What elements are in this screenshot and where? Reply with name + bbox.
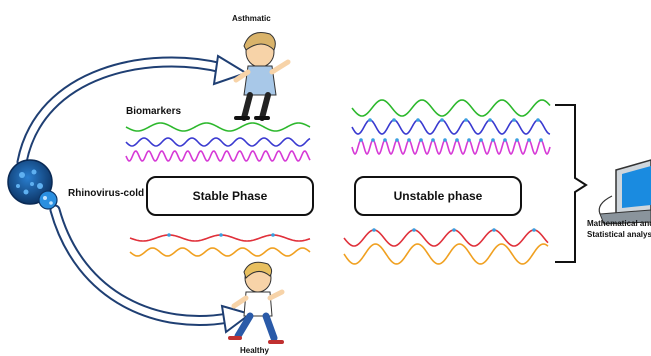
unstable-blue-wave-marker <box>440 118 444 122</box>
biomarkers-label: Biomarkers <box>126 106 182 117</box>
unstable-clinical-waves <box>343 228 549 265</box>
stable-green-wave <box>125 122 311 132</box>
unstable-magenta-wave-marker <box>407 138 411 142</box>
healthy-label: Healthy <box>240 346 269 355</box>
unstable-blue-wave-marker <box>392 118 396 122</box>
unstable-red-wave-marker <box>452 228 456 232</box>
unstable-magenta-wave-marker <box>527 138 531 142</box>
unstable-magenta-wave-marker <box>455 138 459 142</box>
bracket <box>555 104 588 263</box>
unstable-magenta-wave-marker <box>539 138 543 142</box>
unstable-magenta-wave-marker <box>371 138 375 142</box>
computer-icon <box>598 159 651 225</box>
rhinovirus-label: Rhinovirus-cold <box>68 188 145 199</box>
arrow-to-asthmatic <box>16 54 249 168</box>
unstable-phase-box: Unstable phase <box>354 176 522 216</box>
unstable-blue-wave-marker <box>536 118 540 122</box>
unstable-magenta-wave-marker <box>359 138 363 142</box>
analysis-label-line1: Mathematical and <box>587 219 651 228</box>
unstable-blue-wave-marker <box>512 118 516 122</box>
virus-icon <box>7 159 58 210</box>
unstable-magenta-wave-marker <box>419 138 423 142</box>
stable-red-wave-marker <box>219 233 223 237</box>
unstable-magenta-wave-marker <box>467 138 471 142</box>
arrow-to-healthy <box>49 204 253 334</box>
analysis-label-line2: Statistical analysis <box>587 230 651 239</box>
unstable-blue-wave-marker <box>488 118 492 122</box>
stable-red-wave-marker <box>271 233 275 237</box>
unstable-red-wave-marker <box>412 228 416 232</box>
stable-magenta-wave <box>125 150 311 162</box>
unstable-magenta-wave-marker <box>491 138 495 142</box>
unstable-biomarker-waves <box>351 99 551 156</box>
stable-blue-wave <box>125 137 311 147</box>
healthy-person-icon <box>228 261 285 344</box>
unstable-red-wave-marker <box>492 228 496 232</box>
stable-phase-label: Stable Phase <box>192 189 268 203</box>
unstable-green-wave <box>351 99 551 117</box>
unstable-magenta-wave-marker <box>503 138 507 142</box>
unstable-red-wave-marker <box>532 228 536 232</box>
unstable-blue-wave <box>351 119 551 135</box>
unstable-orange-wave <box>343 243 549 265</box>
unstable-blue-wave-marker <box>368 118 372 122</box>
unstable-magenta-wave-marker <box>443 138 447 142</box>
unstable-phase-label: Unstable phase <box>393 189 483 203</box>
unstable-magenta-wave-marker <box>515 138 519 142</box>
stable-phase-box: Stable Phase <box>146 176 314 216</box>
unstable-red-wave <box>343 229 549 247</box>
asthmatic-person-icon <box>233 32 291 121</box>
asthmatic-label: Asthmatic <box>232 14 271 23</box>
unstable-magenta-wave-marker <box>479 138 483 142</box>
stable-clinical-waves <box>129 233 311 257</box>
unstable-blue-wave-marker <box>464 118 468 122</box>
stable-orange-wave <box>129 247 311 257</box>
stable-biomarker-waves <box>125 122 311 162</box>
unstable-magenta-wave <box>351 138 551 156</box>
unstable-blue-wave-marker <box>416 118 420 122</box>
unstable-magenta-wave-marker <box>383 138 387 142</box>
unstable-magenta-wave-marker <box>395 138 399 142</box>
unstable-magenta-wave-marker <box>431 138 435 142</box>
unstable-red-wave-marker <box>372 228 376 232</box>
stable-red-wave-marker <box>167 233 171 237</box>
